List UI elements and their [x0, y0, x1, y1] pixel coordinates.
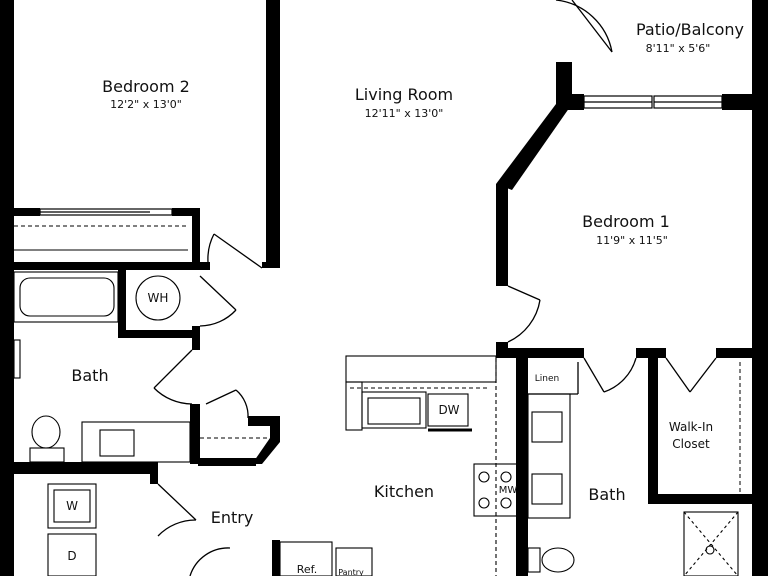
bath-right-fixtures	[527, 393, 739, 576]
microwave-label: MW	[498, 485, 518, 496]
pantry-label: Pantry	[338, 568, 364, 576]
linen-label: Linen	[534, 374, 560, 384]
washer-label: W	[66, 499, 78, 513]
kitchen-fixtures	[279, 355, 519, 576]
bath-left-fixtures	[13, 271, 191, 463]
laundry-fixtures	[47, 483, 97, 576]
living-room-dimensions: 12'11" x 13'0"	[364, 107, 444, 120]
bath-left-label: Bath	[71, 366, 109, 385]
entry-label: Entry	[210, 508, 254, 527]
patio-label: Patio/Balcony	[635, 20, 745, 39]
walkin-closet-label-line2: Closet	[672, 437, 710, 451]
bedroom1-dimensions: 11'9" x 11'5"	[596, 234, 668, 247]
water-heater-label: WH	[147, 291, 169, 305]
closet-rods	[14, 225, 741, 494]
dryer-label: D	[67, 549, 77, 563]
living-room-label: Living Room	[354, 85, 454, 104]
patio-dimensions: 8'11" x 5'6"	[645, 42, 711, 55]
bedroom2-dimensions: 12'2" x 13'0"	[110, 98, 182, 111]
refrigerator-label: Ref.	[296, 563, 318, 576]
kitchen-label: Kitchen	[373, 482, 435, 501]
bath-right-label: Bath	[588, 485, 626, 504]
bedroom2-label: Bedroom 2	[102, 77, 190, 96]
doors	[153, 0, 717, 576]
walkin-closet-label: Walk-In	[668, 420, 714, 434]
dishwasher-label: DW	[438, 403, 460, 417]
windows	[39, 95, 723, 216]
bedroom1-label: Bedroom 1	[582, 212, 670, 231]
